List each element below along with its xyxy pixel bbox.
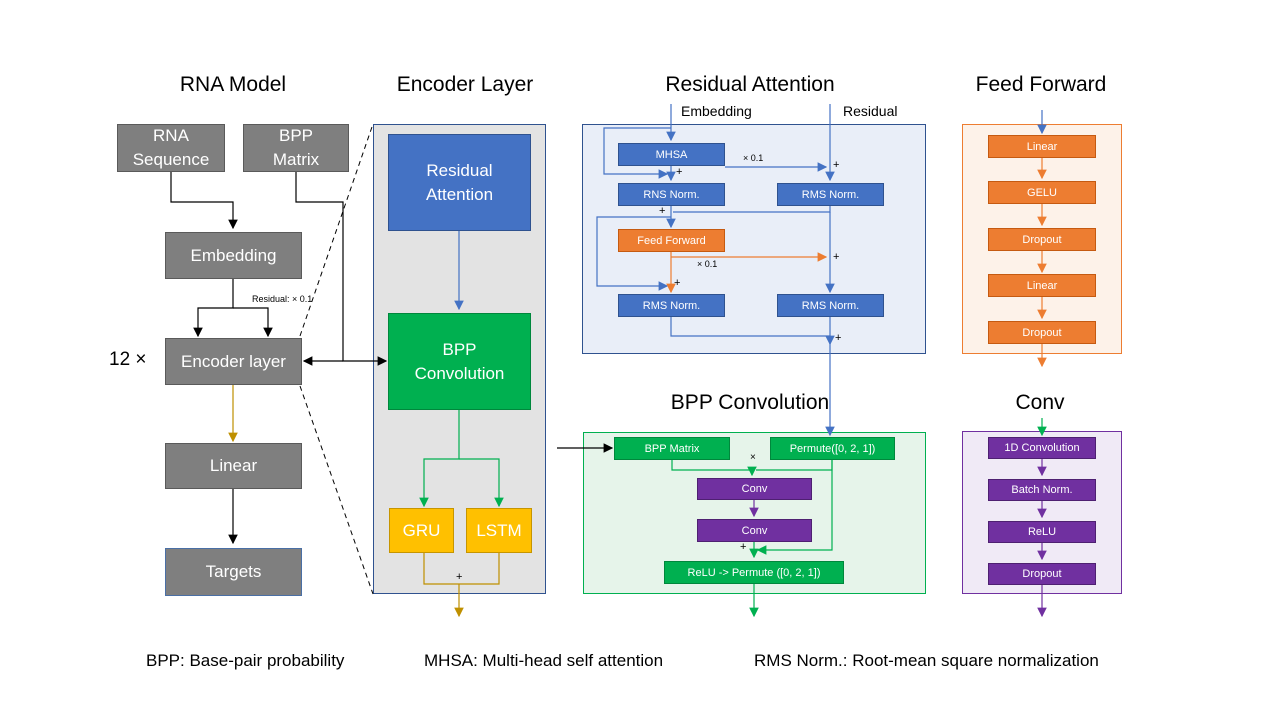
rms-norm-residual-2-box: RMS Norm.: [777, 294, 884, 317]
lstm-box: LSTM: [466, 508, 532, 553]
attention-plus-5: +: [833, 251, 840, 263]
permute-box: Permute([0, 2, 1]): [770, 437, 895, 460]
bpp-matrix-box: BPP Matrix: [614, 437, 730, 460]
ff-dropout-2-box: Dropout: [988, 321, 1096, 344]
rms-norm-embedding-box: RMS Norm.: [618, 294, 725, 317]
attention-feed-forward-box: Feed Forward: [618, 229, 725, 252]
bpp-matrix-input-box: BPP Matrix: [243, 124, 349, 172]
bpp-conv-2-box: Conv: [697, 519, 812, 542]
conv1d-box: 1D Convolution: [988, 437, 1096, 459]
attention-plus-2: +: [833, 159, 840, 171]
attention-scale-label-1: × 0.1: [743, 153, 764, 163]
rns-norm-box: RNS Norm.: [618, 183, 725, 206]
relu-permute-box: ReLU -> Permute ([0, 2, 1]): [664, 561, 844, 584]
attention-plus-1: +: [676, 166, 683, 178]
bpp-times-sign: ×: [750, 452, 756, 463]
footnote-bpp: BPP: Base-pair probability: [146, 651, 345, 670]
targets-box: Targets: [165, 548, 302, 596]
residual-scale-note: Residual: × 0.1: [252, 294, 313, 304]
batch-norm-box: Batch Norm.: [988, 479, 1096, 501]
bpp-conv-1-box: Conv: [697, 478, 812, 500]
ff-linear-2-box: Linear: [988, 274, 1096, 297]
attention-plus-3: +: [659, 205, 666, 217]
embedding-box: Embedding: [165, 232, 302, 279]
footnote-mhsa: MHSA: Multi-head self attention: [424, 651, 664, 670]
encoder-sum-sign: +: [456, 571, 463, 583]
conv-title: Conv: [1015, 391, 1065, 414]
ff-gelu-box: GELU: [988, 181, 1096, 204]
relu-box: ReLU: [988, 521, 1096, 543]
encoder-layer-box: Encoder layer: [165, 338, 302, 385]
feed-forward-title: Feed Forward: [975, 73, 1107, 96]
attention-plus-4: +: [674, 277, 681, 289]
rna-model-title: RNA Model: [179, 73, 287, 96]
gru-box: GRU: [389, 508, 454, 553]
attention-plus-6: +: [835, 332, 842, 344]
attention-scale-label-2: × 0.1: [697, 259, 718, 269]
mhsa-box: MHSA: [618, 143, 725, 166]
ff-linear-1-box: Linear: [988, 135, 1096, 158]
footnote-rms: RMS Norm.: Root-mean square normalizatio…: [754, 651, 1099, 670]
conv-dropout-box: Dropout: [988, 563, 1096, 585]
bpp-plus-sign: +: [740, 541, 747, 553]
rms-norm-residual-1-box: RMS Norm.: [777, 183, 884, 206]
ff-dropout-1-box: Dropout: [988, 228, 1096, 251]
residual-attention-title: Residual Attention: [665, 73, 835, 96]
residual-attention-box: Residual Attention: [388, 134, 531, 231]
residual-input-label: Residual: [843, 103, 898, 119]
linear-box: Linear: [165, 443, 302, 489]
bpp-convolution-title: BPP Convolution: [670, 391, 830, 414]
rna-sequence-box: RNA Sequence: [117, 124, 225, 172]
bpp-convolution-box: BPP Convolution: [388, 313, 531, 410]
embedding-input-label: Embedding: [681, 103, 752, 119]
encoder-layer-title: Encoder Layer: [396, 73, 534, 96]
repeat-label: 12 ×: [109, 349, 147, 370]
